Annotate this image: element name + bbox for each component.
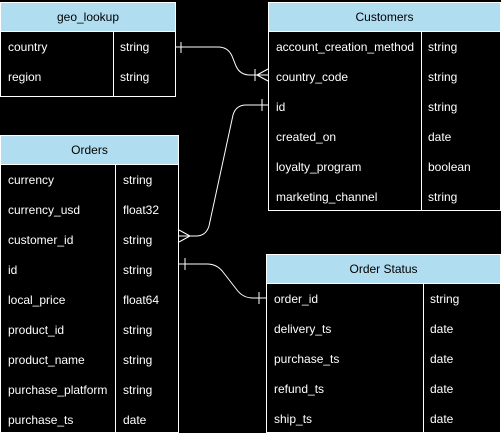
relationship-orders-to-order-status[interactable] bbox=[179, 258, 266, 304]
field-row[interactable]: account_creation_method string bbox=[269, 32, 500, 62]
field-type: string bbox=[120, 70, 150, 84]
field-row[interactable]: created_on date bbox=[269, 122, 500, 152]
entity-geo-lookup[interactable]: geo_lookup country string region string bbox=[0, 2, 176, 97]
field-name: country_code bbox=[276, 70, 349, 84]
column-divider bbox=[115, 165, 116, 432]
field-name: refund_ts bbox=[274, 382, 325, 396]
field-type: string bbox=[123, 233, 153, 247]
field-row[interactable]: purchase_platform string bbox=[1, 375, 178, 405]
field-row[interactable]: currency string bbox=[1, 165, 178, 195]
field-name: marketing_channel bbox=[276, 190, 378, 204]
field-name: region bbox=[8, 70, 42, 84]
field-type: float32 bbox=[123, 203, 160, 217]
field-type: boolean bbox=[428, 160, 471, 174]
field-type: date bbox=[428, 130, 452, 144]
field-type: string bbox=[428, 70, 458, 84]
field-type: string bbox=[428, 190, 458, 204]
field-name: local_price bbox=[8, 293, 66, 307]
field-row[interactable]: country_code string bbox=[269, 62, 500, 92]
field-type: string bbox=[428, 100, 458, 114]
field-row[interactable]: product_id string bbox=[1, 315, 178, 345]
field-name: account_creation_method bbox=[276, 40, 415, 54]
entity-orders[interactable]: Orders currency string currency_usd floa… bbox=[0, 135, 179, 433]
field-row[interactable]: id string bbox=[1, 255, 178, 285]
field-type: string bbox=[120, 40, 150, 54]
field-row[interactable]: product_name string bbox=[1, 345, 178, 375]
entity-title: Orders bbox=[1, 136, 178, 165]
field-name: purchase_ts bbox=[8, 413, 74, 427]
crow-foot-icon bbox=[178, 229, 192, 243]
field-type: date bbox=[430, 322, 454, 336]
field-name: delivery_ts bbox=[274, 322, 332, 336]
entity-title: geo_lookup bbox=[1, 3, 175, 32]
connector-line bbox=[179, 104, 268, 237]
field-row[interactable]: customer_id string bbox=[1, 225, 178, 255]
entity-order-status[interactable]: Order Status order_id string delivery_ts… bbox=[266, 254, 501, 433]
entity-title: Customers bbox=[269, 3, 500, 32]
field-name: product_name bbox=[8, 353, 85, 367]
field-row[interactable]: currency_usd float32 bbox=[1, 195, 178, 225]
field-type: string bbox=[123, 353, 153, 367]
field-type: date bbox=[123, 413, 147, 427]
connector-line bbox=[179, 263, 266, 299]
field-name: currency_usd bbox=[8, 203, 81, 217]
field-row[interactable]: region string bbox=[1, 62, 175, 92]
column-divider bbox=[423, 284, 424, 432]
field-type: string bbox=[430, 292, 460, 306]
connector-line bbox=[176, 46, 268, 76]
field-row[interactable]: refund_ts date bbox=[267, 374, 500, 404]
relationship-geo-to-customers[interactable] bbox=[176, 42, 269, 82]
relationship-orders-to-customers[interactable] bbox=[178, 99, 268, 243]
field-name: created_on bbox=[276, 130, 337, 144]
field-name: currency bbox=[8, 173, 55, 187]
field-name: order_id bbox=[274, 292, 319, 306]
entity-customers[interactable]: Customers account_creation_method string… bbox=[268, 2, 501, 211]
field-row[interactable]: purchase_ts date bbox=[267, 344, 500, 374]
field-name: ship_ts bbox=[274, 412, 313, 426]
field-row[interactable]: local_price float64 bbox=[1, 285, 178, 315]
field-name: customer_id bbox=[8, 233, 74, 247]
crow-foot-icon bbox=[256, 68, 269, 82]
field-row[interactable]: loyalty_program boolean bbox=[269, 152, 500, 182]
field-type: string bbox=[123, 383, 153, 397]
field-row[interactable]: delivery_ts date bbox=[267, 314, 500, 344]
field-row[interactable]: ship_ts date bbox=[267, 404, 500, 433]
field-type: string bbox=[123, 323, 153, 337]
field-type: date bbox=[430, 412, 454, 426]
field-name: purchase_ts bbox=[274, 352, 340, 366]
field-name: product_id bbox=[8, 323, 65, 337]
field-name: id bbox=[276, 100, 286, 114]
field-name: country bbox=[8, 40, 48, 54]
field-type: date bbox=[430, 382, 454, 396]
field-row[interactable]: marketing_channel string bbox=[269, 182, 500, 212]
field-type: float64 bbox=[123, 293, 160, 307]
field-name: purchase_platform bbox=[8, 383, 108, 397]
field-type: date bbox=[430, 352, 454, 366]
column-divider bbox=[421, 32, 422, 210]
field-row[interactable]: country string bbox=[1, 32, 175, 62]
field-type: string bbox=[123, 263, 153, 277]
field-name: id bbox=[8, 263, 18, 277]
field-type: string bbox=[428, 40, 458, 54]
field-row[interactable]: order_id string bbox=[267, 284, 500, 314]
field-row[interactable]: purchase_ts date bbox=[1, 405, 178, 433]
field-type: string bbox=[123, 173, 153, 187]
column-divider bbox=[113, 32, 114, 96]
field-name: loyalty_program bbox=[276, 160, 362, 174]
entity-title: Order Status bbox=[267, 255, 500, 284]
field-row[interactable]: id string bbox=[269, 92, 500, 122]
